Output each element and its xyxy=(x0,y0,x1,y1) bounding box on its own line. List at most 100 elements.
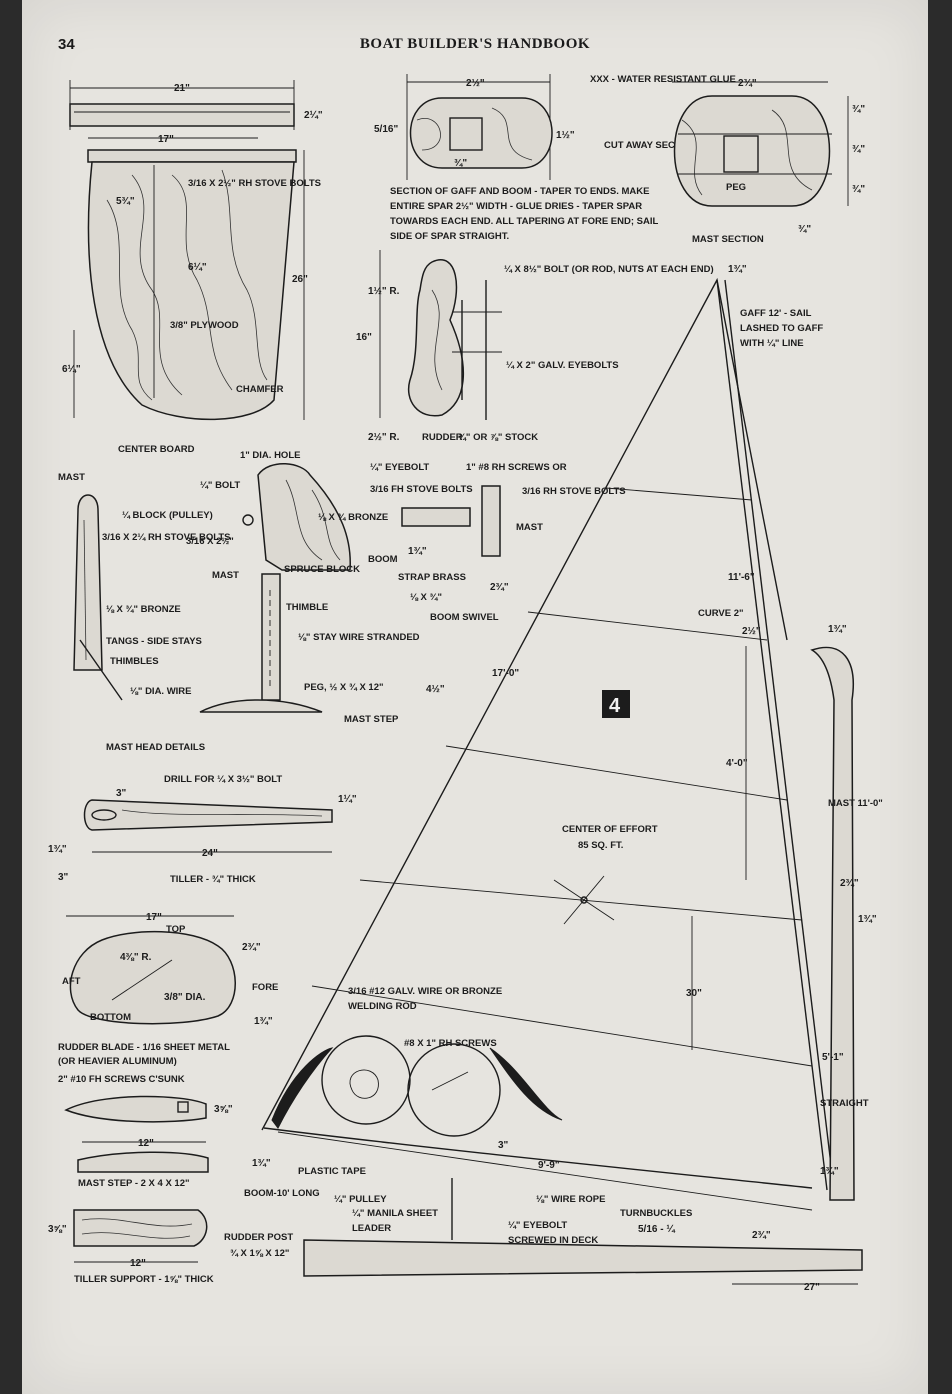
tiller-caption: TILLER - ¾" THICK xyxy=(170,874,256,885)
ts-h: 3⅝" xyxy=(48,1224,67,1235)
cb-width: 21" xyxy=(174,83,190,94)
ms-d1: ¾" xyxy=(852,104,865,115)
sail-turnbuckles: TURNBUCKLES xyxy=(620,1208,692,1219)
sail-d-30: 30" xyxy=(686,988,702,999)
tiller-diagram: DRILL FOR ¼ X 3½" BOLT 3" 1¼" 1¾" 24" 3"… xyxy=(48,774,357,885)
gb-height: 1½" xyxy=(556,130,575,141)
rudder-post-label: RUDDER POST xyxy=(224,1232,293,1243)
rb-top: TOP xyxy=(166,924,186,935)
cb-height: 26" xyxy=(292,274,308,285)
rb-note1: RUDDER BLADE - 1/16 SHEET METAL xyxy=(58,1042,230,1053)
mh-bronze2: ⅛ X ¾" BRONZE xyxy=(106,604,181,615)
mh-bronze: ⅛ X ¾ BRONZE xyxy=(318,512,388,523)
bs-rh: 3/16 RH STOVE BOLTS xyxy=(522,486,626,497)
step-h: 3⅝" xyxy=(214,1104,233,1115)
tiller-d3: 1¾" xyxy=(48,844,67,855)
sail-manila: ¼" MANILA SHEET LEADER xyxy=(352,1208,438,1234)
sail-gaff: GAFF 12' - SAIL LASHED TO GAFF WITH ¼" L… xyxy=(740,308,824,349)
sail-d-3: 3" xyxy=(498,1140,509,1151)
sail-straight: STRAIGHT xyxy=(820,1098,869,1109)
rudder-stock: ¾" OR ⅞" STOCK xyxy=(458,432,538,443)
cb-inner-width: 17" xyxy=(158,134,174,145)
sail-wire-rope: ⅛" WIRE ROPE xyxy=(536,1194,605,1205)
sail-area: 85 SQ. FT. xyxy=(578,840,623,851)
mast-section: 2¾" PEG ¾" ¾" ¾" ¾" MAST SECTION xyxy=(672,78,865,245)
rudder-post-size: ¾ X 1⅝ X 12" xyxy=(230,1248,289,1259)
tiller-support-diagram: 3⅝" 12" TILLER SUPPORT - 1⅝" THICK RUDDE… xyxy=(48,1209,293,1285)
page-header: 34 BOAT BUILDER'S HANDBOOK xyxy=(22,30,928,60)
page-number: 34 xyxy=(58,36,75,53)
sail-d-1-75b: 1¾" xyxy=(858,914,877,925)
sail-eyebolt: ¼" EYEBOLT SCREWED IN DECK xyxy=(508,1220,599,1246)
gb-cutaway: CUT AWAY SECTIONS xyxy=(604,140,704,151)
step-len: 12" xyxy=(138,1138,154,1149)
gb-note: SECTION OF GAFF AND BOOM - TAPER TO ENDS… xyxy=(390,186,659,242)
ms-caption: MAST SECTION xyxy=(692,234,764,245)
gb-glue: XXX - WATER RESISTANT GLUE xyxy=(590,74,736,85)
rb-note2: (OR HEAVIER ALUMINUM) xyxy=(58,1056,177,1067)
bs-strap-size: ⅛ X ¾" xyxy=(410,592,442,603)
page-title: BOAT BUILDER'S HANDBOOK xyxy=(359,36,591,52)
sail-d-2-75a: 2¾" xyxy=(840,878,859,889)
mh-mast: MAST xyxy=(58,472,85,483)
sail-luff: 17'-0" xyxy=(492,668,519,679)
rudder-radius-bottom: 2½" R. xyxy=(368,432,400,443)
mh-bolt2: 3/16 X 2½" xyxy=(186,536,234,547)
ms-d2: ¾" xyxy=(852,144,865,155)
rudder-diagram: 16" 1½" R. ¼ X 8½" BOLT (OR ROD, NUTS AT… xyxy=(356,250,714,443)
step-caption: MAST STEP - 2 X 4 X 12" xyxy=(78,1178,190,1189)
sail-foot: 9'-9" xyxy=(538,1160,560,1171)
rb-radius: 4⅜" R. xyxy=(120,952,152,963)
rb-width: 17" xyxy=(146,912,162,923)
gb-width: 2½" xyxy=(466,78,485,89)
mh-spruce: SPRUCE BLOCK xyxy=(284,564,360,575)
mh-stay: ⅛" STAY WIRE STRANDED xyxy=(298,632,420,643)
mh-tangs: TANGS - SIDE STAYS xyxy=(106,636,202,647)
centerboard-diagram: 21" 17" 2¼" 3/16 X 2½" RH STOVE BOLTS 5¾… xyxy=(62,80,323,455)
sail-d-1-75c: 1¾" xyxy=(820,1166,839,1177)
bs-screws: 1" #8 RH SCREWS OR xyxy=(466,462,567,473)
mh-stove: 3/16 X 2¼ RH STOVE BOLTS xyxy=(102,532,230,543)
tiller-d2: 1¼" xyxy=(338,794,357,805)
sail-boom-d: 1¾" xyxy=(252,1158,271,1169)
mh-thimble: THIMBLE xyxy=(286,602,328,613)
sail-d-2-75c: 2¾" xyxy=(752,1230,771,1241)
cb-low: 6¼" xyxy=(62,364,81,375)
rb-h1: 2¾" xyxy=(242,942,261,953)
ts-len: 12" xyxy=(130,1258,146,1269)
ms-d4: ¾" xyxy=(798,224,811,235)
sail-mast: MAST 11'-0" xyxy=(828,798,883,809)
rb-h2: 1¾" xyxy=(254,1016,273,1027)
mh-wire: ⅛" DIA. WIRE xyxy=(130,686,192,697)
cb-edge: CHAMFER xyxy=(236,384,284,395)
mh-block: ¼ BLOCK (PULLEY) xyxy=(122,510,213,521)
rudder-caption: RUDDER xyxy=(422,432,463,443)
rudder-eyebolts: ¼ X 2" GALV. EYEBOLTS xyxy=(506,360,619,371)
rb-note3: 2" #10 FH SCREWS C'SUNK xyxy=(58,1074,185,1085)
rudder-radius-top: 1½" R. xyxy=(368,286,400,297)
gaff-boom-section: 2½" 5/16" 1½" ¾" XXX - WATER RESISTANT G… xyxy=(374,74,736,242)
bs-d2: 2¾" xyxy=(490,582,509,593)
sail-d-4-0: 4'-0" xyxy=(726,758,748,769)
bs-fh: 3/16 FH STOVE BOLTS xyxy=(370,484,473,495)
cb-bolts: 3/16 X 2½" RH STOVE BOLTS xyxy=(188,178,321,189)
sail-d-11-6: 11'-6" xyxy=(728,572,755,583)
sail-d-5-1: 5'-1" xyxy=(822,1052,844,1063)
boom-swivel-diagram: ¼" EYEBOLT 1" #8 RH SCREWS OR 3/16 FH ST… xyxy=(368,462,626,623)
masthead-diagram: MAST 3/16 X 2¼ RH STOVE BOLTS ⅛ X ¾" BRO… xyxy=(58,450,420,753)
rb-aft: AFT xyxy=(62,976,81,987)
sail-d-4-5: 4½" xyxy=(426,684,445,695)
mh-step: MAST STEP xyxy=(344,714,399,725)
sail-tb-size: 5/16 - ¼ xyxy=(638,1224,675,1235)
sail-boom: BOOM-10' LONG xyxy=(244,1188,320,1199)
figure-badge: 4 xyxy=(609,695,621,717)
cb-mid: 6¼" xyxy=(188,262,207,273)
bs-strap: STRAP BRASS xyxy=(398,572,466,583)
tiller-drill: DRILL FOR ¼ X 3½" BOLT xyxy=(164,774,282,785)
tiller-length: 24" xyxy=(202,848,218,859)
bs-eyebolt: ¼" EYEBOLT xyxy=(370,462,429,473)
sail-d-27: 27" xyxy=(804,1282,820,1293)
rudder-bolt: ¼ X 8½" BOLT (OR ROD, NUTS AT EACH END) xyxy=(504,264,714,275)
cb-caption: CENTER BOARD xyxy=(118,444,195,455)
bs-mast: MAST xyxy=(516,522,543,533)
